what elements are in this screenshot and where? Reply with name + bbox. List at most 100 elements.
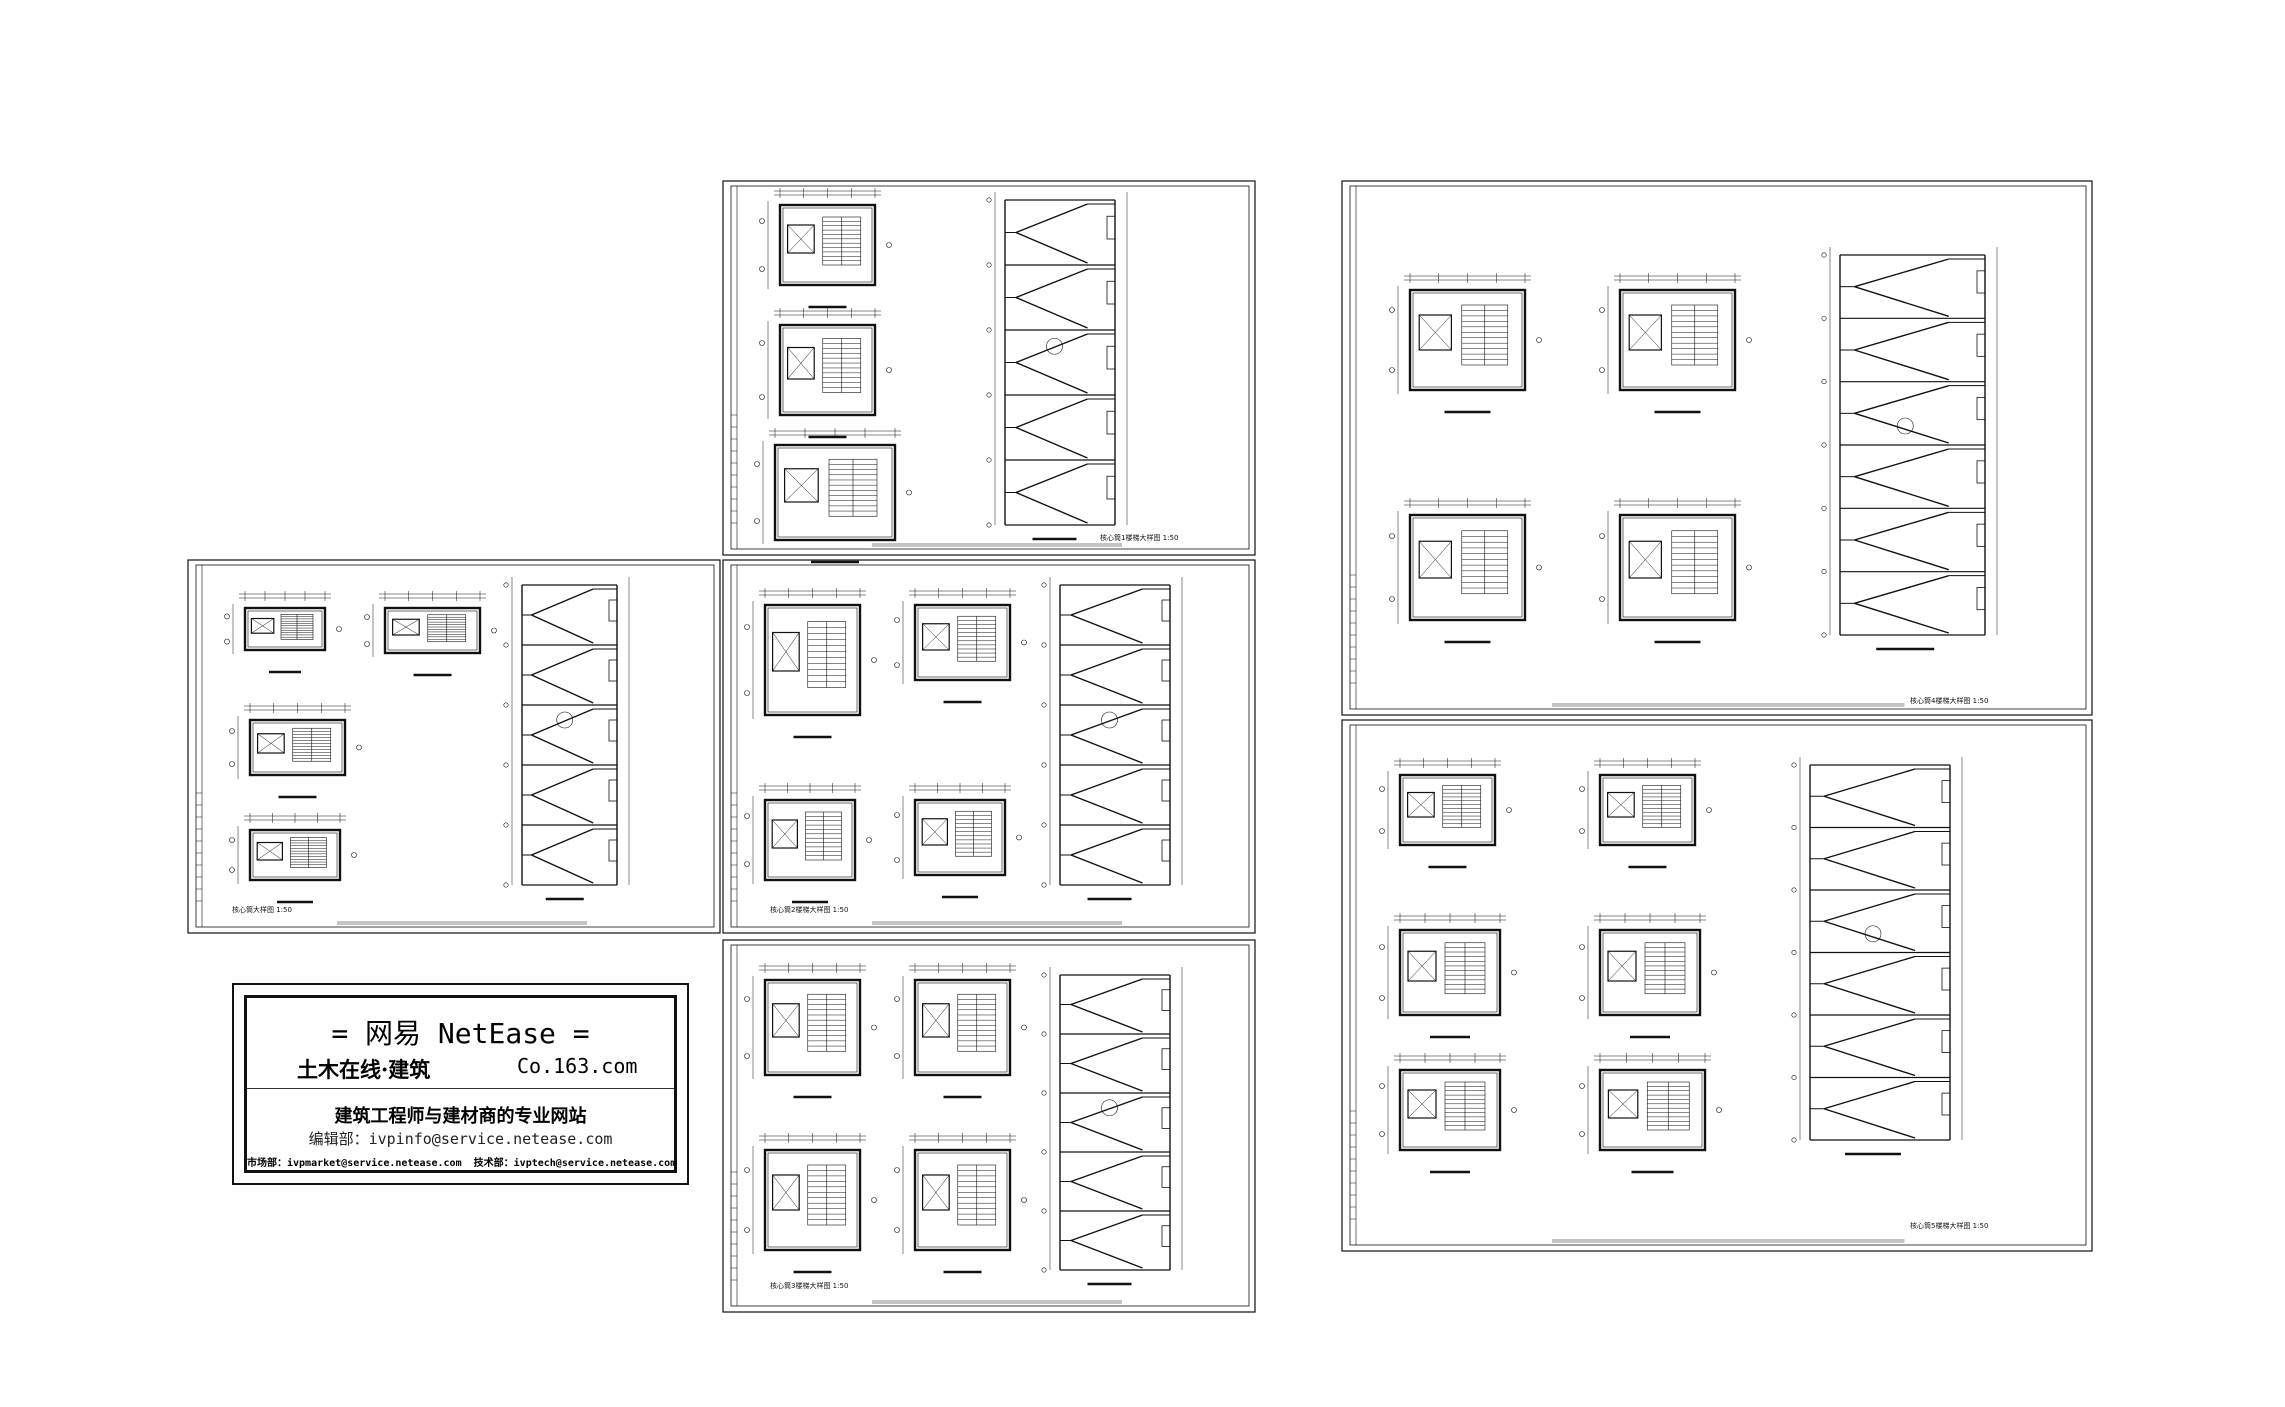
plan-wall	[248, 828, 342, 882]
stair-flight-upper	[1854, 321, 1949, 351]
level-bubble	[1041, 762, 1047, 768]
plan-wall-inner	[1402, 932, 1498, 1013]
stair-plan	[1599, 498, 1752, 644]
level-bubble	[503, 642, 509, 648]
window	[1161, 839, 1171, 862]
plan-wall	[763, 603, 862, 717]
plan-wall	[763, 978, 862, 1077]
stair-flight-lower	[1854, 285, 1949, 318]
stair-flight-upper	[1070, 978, 1143, 1006]
axis-bubble	[1599, 533, 1605, 539]
axis-bubble	[364, 614, 370, 620]
stair-section	[1791, 757, 1963, 1156]
window	[1976, 333, 1986, 357]
axis-bubble	[894, 996, 900, 1002]
axis-bubble	[1379, 786, 1385, 792]
elevator-cross	[1407, 792, 1435, 818]
tech-email: ivptech@service.netease.com	[513, 1158, 677, 1169]
level-bubble	[1791, 1012, 1797, 1018]
stair-flight-lower	[1854, 475, 1949, 508]
level-bubble	[1041, 822, 1047, 828]
stair-flight-upper	[1015, 463, 1088, 494]
plan-wall-inner	[1622, 517, 1733, 618]
axis-bubble	[1389, 533, 1395, 539]
plan-wall	[1398, 1068, 1502, 1152]
sheet-inner-border	[730, 564, 1250, 928]
level-bubble	[1821, 252, 1827, 258]
plan-wall-inner	[917, 607, 1008, 678]
sheet-title-e: 核心筒4楼梯大样图 1:50	[1910, 696, 1988, 705]
axis-bubble	[1016, 834, 1022, 841]
plan-wall	[1598, 928, 1702, 1017]
window	[608, 659, 618, 682]
stair-plan	[1579, 1053, 1722, 1174]
plan-wall	[913, 798, 1007, 877]
stair-flight-upper	[531, 768, 594, 796]
sheet-c	[722, 559, 1256, 934]
elevator-cross	[1608, 1089, 1638, 1119]
level-bubble	[1791, 762, 1797, 768]
axis-bubble	[491, 627, 497, 634]
axis-bubble	[1021, 639, 1027, 646]
elevator-cross	[1629, 541, 1662, 579]
detail-callout	[1101, 711, 1118, 729]
level-bubble	[1821, 315, 1827, 321]
elevator-shaft	[1406, 791, 1435, 818]
sheet-border	[1341, 180, 2093, 716]
axis-bubble	[1511, 969, 1517, 976]
plan-wall	[1408, 513, 1527, 622]
elevator-cross	[1407, 951, 1437, 982]
plan-wall-inner	[767, 1152, 858, 1248]
axis-bubble	[1379, 828, 1385, 834]
level-bubble	[1041, 1090, 1047, 1096]
detail-callout	[1046, 337, 1063, 355]
elevator-shaft	[921, 1174, 950, 1211]
stair-section	[1041, 577, 1183, 901]
plan-wall	[1618, 288, 1737, 392]
stair-plan	[1599, 273, 1752, 414]
plan-wall-inner	[1402, 1072, 1498, 1148]
level-bubble	[986, 522, 992, 528]
elevator-cross	[257, 842, 283, 861]
axis-bubble	[744, 624, 750, 630]
level-bubble	[1041, 702, 1047, 708]
elevator-cross	[772, 819, 798, 849]
elevator-shaft	[256, 841, 284, 861]
axis-bubble	[1379, 944, 1385, 950]
stair-flight-lower	[1070, 794, 1143, 824]
axis-bubble	[744, 1167, 750, 1173]
elevator-shaft	[771, 819, 799, 849]
level-bubble	[986, 197, 992, 203]
elevator-cross	[1607, 951, 1637, 982]
plan-wall	[763, 1148, 862, 1252]
window	[1976, 460, 1986, 484]
axis-bubble	[759, 340, 765, 346]
stair-flight-upper	[1070, 828, 1143, 856]
axis-bubble	[1536, 337, 1542, 343]
elevator-shaft	[1418, 540, 1452, 579]
axis-bubble	[1389, 596, 1395, 602]
elevator-cross	[922, 1003, 950, 1038]
stamp-title: = 网易 NetEase =	[331, 1017, 590, 1050]
stair-flight-upper	[1854, 448, 1949, 478]
stair-flight-lower	[1015, 296, 1088, 329]
plan-wall-inner	[252, 722, 343, 773]
plan-wall	[1408, 288, 1527, 392]
sheet-title-d: 核心筒3楼梯大样图 1:50	[770, 1281, 848, 1290]
level-bubble	[1041, 582, 1047, 588]
plan-wall-inner	[1412, 292, 1523, 388]
elevator-shaft	[1407, 1089, 1437, 1119]
plan-wall	[778, 323, 877, 417]
stair-flight-lower	[1070, 1180, 1143, 1210]
elevator-cross	[922, 818, 948, 846]
stair-flight-lower	[1854, 602, 1949, 634]
plan-wall-inner	[1602, 932, 1698, 1013]
axis-bubble	[894, 1053, 900, 1059]
level-bubble	[1821, 505, 1827, 511]
axis-bubble	[1579, 944, 1585, 950]
market-email: ivpmarket@service.netease.com	[287, 1158, 462, 1169]
plan-wall-inner	[1622, 292, 1733, 388]
plan-wall-inner	[1602, 777, 1693, 843]
plan-wall	[1598, 1068, 1707, 1152]
window	[1161, 599, 1171, 622]
